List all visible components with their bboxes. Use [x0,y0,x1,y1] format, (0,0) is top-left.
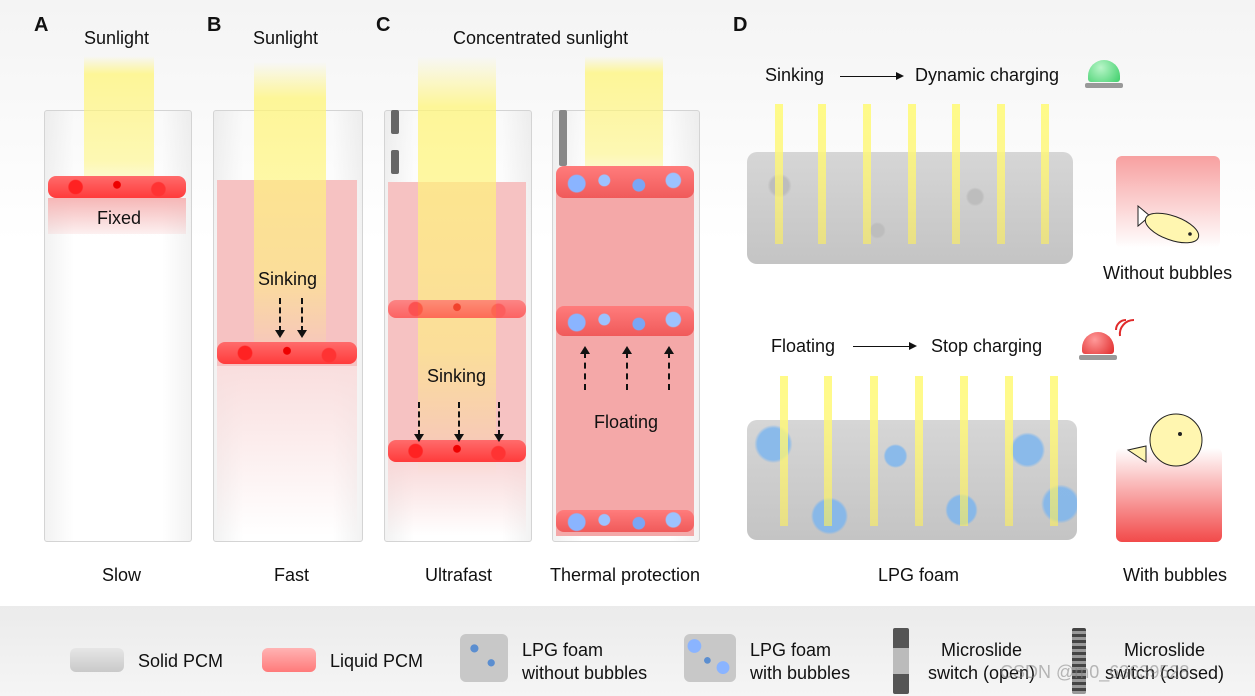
panel-a-fixed-label: Fixed [97,208,142,228]
red-lamp-base [1079,355,1117,360]
panel-b-sunlight-label: Sunlight [253,28,319,48]
panel-c-ultrafast-label: Ultrafast [425,565,493,585]
panel-c-left-foam-ghost [388,300,526,318]
panel-d-row1-ray [775,104,783,244]
green-lamp-icon [1088,60,1120,82]
panel-d-with-bubbles-label: With bubbles [1123,565,1228,585]
panel-c-right-liquid [556,190,694,536]
lpg-foam-bubbles-icon [684,634,736,682]
panel-d-row2-ray [915,376,923,526]
panel-c-microslide-switch-bottom [391,150,399,174]
panel-a-slow-label: Slow [102,565,142,585]
microslide-closed-icon [1072,628,1086,694]
panel-d-floating-label: Floating [771,336,836,356]
legend-solid-pcm-label: Solid PCM [138,651,224,671]
panel-b-liquid-fade [217,366,357,536]
red-alarm-lamp-icon [1082,332,1114,354]
legend-microslide-closed-label: Microslide switch (closed) [1105,640,1225,683]
microslide-open-icon [893,628,909,694]
panel-d-row1-ray [908,104,916,244]
panel-a-foam-layer [48,176,186,198]
panel-d-row2-arrow [853,342,917,350]
panel-b-fast-label: Fast [274,565,310,585]
green-lamp-base [1085,83,1123,88]
panel-c-sink-arrow-3 [494,402,504,442]
panel-d-row2-ray [1005,376,1013,526]
panel-d-row1-ray [952,104,960,244]
panel-c-right-foam-top [556,166,694,198]
panel-c-left-sunbeam [418,56,496,476]
legend-liquid-pcm-label: Liquid PCM [330,651,424,671]
inflated-pufferfish-icon [1126,413,1203,467]
panel-d-stop-charging-label: Stop charging [931,336,1043,356]
panel-b-sink-arrow-1 [275,298,285,338]
panel-b-sink-arrow-2 [297,298,307,338]
panel-c-microslide-switch-closed [559,110,567,166]
panel-d-row1-ray [997,104,1005,244]
panel-a-letter: A [34,14,49,36]
panel-c-float-arrow-1 [580,346,590,390]
panel-c-float-arrow-2 [622,346,632,390]
panel-d-dynamic-charging-label: Dynamic charging [915,65,1060,85]
panel-b-sinking-label: Sinking [258,269,318,289]
panel-c-letter: C [376,14,391,36]
watermark: CSDN @m0_63639528 [1000,662,1190,682]
panel-d-row2-ray [960,376,968,526]
panel-d-row2-ray [870,376,878,526]
panel-c-float-arrow-3 [664,346,674,390]
panel-b-foam-layer [217,342,357,364]
legend-bar [0,606,1255,696]
panel-c-floating-label: Floating [594,412,659,432]
panel-c-left-foam-layer [388,440,526,462]
panel-d-row2-ray [824,376,832,526]
panel-d-row2-ray [780,376,788,526]
panel-d-sinking-label: Sinking [765,65,825,85]
panel-d-row1-arrow [840,72,904,80]
panel-d-row1-ray [1041,104,1049,244]
legend-lpg-foam-without-bubbles-label: LPG foam without bubbles [522,640,648,683]
solid-pcm-icon [70,648,124,672]
panel-d-row1-ray [863,104,871,244]
legend-microslide-open-label: Microslide switch (open) [928,640,1036,683]
panel-d-letter: D [733,14,748,36]
panel-d-row1-ray [818,104,826,244]
panel-d-without-bubbles-label: Without bubbles [1103,263,1233,283]
legend-lpg-foam-with-bubbles-label: LPG foam with bubbles [750,640,851,683]
panel-d-lpg-foam-label: LPG foam [878,565,960,585]
lpg-foam-no-bubbles-icon [460,634,508,682]
panel-d-lpg-foam-floating [747,420,1077,540]
panel-b-letter: B [207,14,222,36]
panel-a-liquid-pcm [48,198,186,234]
panel-c-concentrated-label: Concentrated sunlight [453,28,629,48]
panel-a-sunlight-label: Sunlight [84,28,150,48]
panel-d-row2-ray [1050,376,1058,526]
panel-c-microslide-switch-top [391,110,399,134]
panel-c-right-foam-middle [556,306,694,336]
panel-c-thermal-protection-label: Thermal protection [550,565,701,585]
panel-c-sink-arrow-1 [414,402,424,442]
panel-c-sink-arrow-2 [454,402,464,442]
alarm-signal-icon [1115,318,1135,337]
deflated-fish-icon [1137,204,1200,244]
panel-c-sinking-label: Sinking [427,366,487,386]
panel-b-sunbeam [254,62,326,362]
panel-c-right-foam-bottom [556,510,694,532]
liquid-pcm-icon [262,648,316,672]
